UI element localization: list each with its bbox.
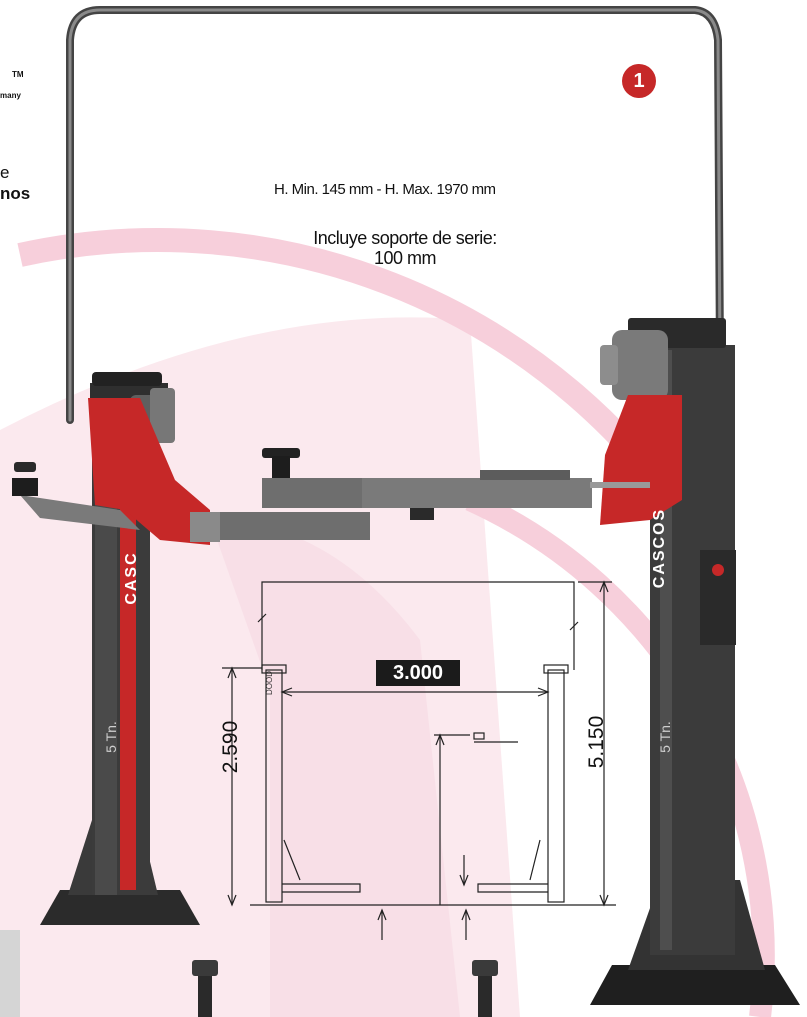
left-height-dimension-label: 2.590 [219,720,242,774]
left-arm-rear [200,512,370,540]
callout-badge: 1 [622,64,656,98]
support-spec-line1: Incluye soporte de serie: [313,228,497,248]
cut-text-line1: e [0,163,10,182]
post-label: DOOD [265,671,274,695]
width-dimension-label: 3.000 [376,660,460,686]
left-carriage [88,398,210,545]
right-post-brand: CASCOS [651,507,668,589]
right-height-dimension-label: 5.150 [585,715,608,769]
right-post-base [590,965,800,1005]
height-range-spec: H. Min. 145 mm - H. Max. 1970 mm [274,181,496,198]
right-post-capacity: 5 Tn. [657,721,673,753]
support-spec-line2: 100 mm [373,248,437,268]
drawing-left-post [265,669,283,903]
left-post-base [40,890,200,925]
logo-company-text: many [0,91,21,100]
left-post-brand: CASC [123,551,140,605]
support-spec: Incluye soporte de serie: 100 mm [290,228,520,268]
left-arm-front [20,495,140,530]
drawing-right-post [547,669,565,903]
cut-text-line2: nos [0,184,31,203]
logo-trademark: TM [12,70,24,79]
right-carriage [600,395,682,525]
right-motor [612,330,668,400]
left-post-capacity: 5 Tn. [103,721,119,753]
